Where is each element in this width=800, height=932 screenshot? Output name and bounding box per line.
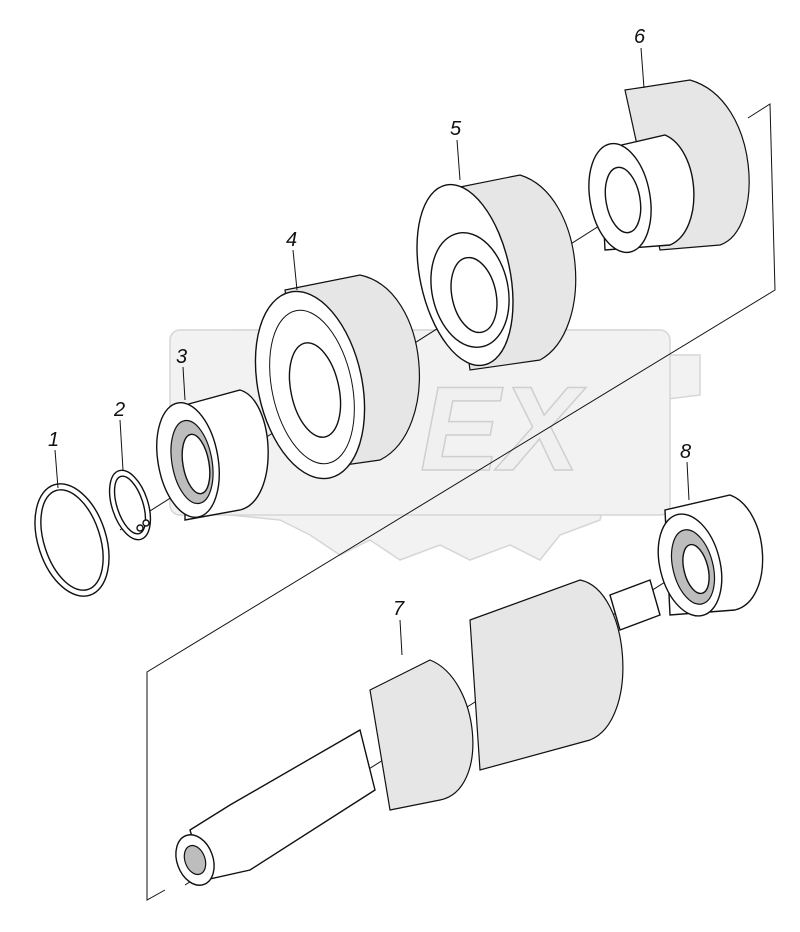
- leader-line-7: [399, 619, 403, 656]
- circlip-eye: [142, 519, 150, 527]
- callout-5: 5: [450, 118, 462, 140]
- part-2-circlip: [108, 469, 152, 541]
- part-5-gear: [416, 174, 577, 371]
- bearing-bore: [181, 433, 211, 495]
- snap-ring-inner: [40, 489, 104, 591]
- leader-line-1: [54, 449, 59, 489]
- callout-7: 7: [393, 598, 405, 620]
- leader-line-6: [640, 47, 645, 89]
- assembly-bracket: [146, 103, 776, 901]
- callout-2: 2: [113, 399, 125, 421]
- gear-4-bore: [288, 342, 342, 438]
- gear-5-bore: [450, 256, 498, 334]
- leader-line-3: [182, 366, 186, 401]
- shaft-gear-teeth: [369, 659, 474, 811]
- callout-1: 1: [48, 429, 59, 451]
- part-3-bearing: [156, 389, 269, 521]
- callout-6: 6: [634, 26, 646, 48]
- shaft-body: [189, 728, 376, 881]
- assembly-outline: [146, 103, 776, 901]
- leader-lines: [54, 47, 690, 656]
- leader-line-4: [292, 249, 298, 291]
- callout-labels: 1 2 3 4 5 6 7 8: [48, 26, 691, 620]
- callout-4: 4: [286, 229, 297, 251]
- part-8-bearing: [657, 494, 764, 617]
- part-6-gear: [588, 79, 750, 254]
- leader-line-2: [119, 419, 124, 471]
- shaft-spline-section: [469, 579, 624, 771]
- watermark-text: EX: [420, 362, 587, 496]
- part-4-gear: [254, 274, 420, 480]
- shaft-end-bore: [183, 844, 207, 876]
- circlip-eye: [136, 524, 144, 532]
- callout-8: 8: [680, 441, 691, 463]
- part-1-snap-ring: [34, 483, 110, 597]
- gear-4-hub: [269, 309, 355, 465]
- leader-line-8: [686, 461, 690, 501]
- circlip-inner: [113, 475, 147, 535]
- gear-6-bore: [604, 166, 642, 234]
- part-7-shaft: [175, 579, 661, 886]
- shaft-journal: [609, 579, 661, 631]
- bearing-8-bore: [682, 543, 710, 595]
- callout-3: 3: [176, 346, 187, 368]
- leader-line-5: [456, 139, 461, 181]
